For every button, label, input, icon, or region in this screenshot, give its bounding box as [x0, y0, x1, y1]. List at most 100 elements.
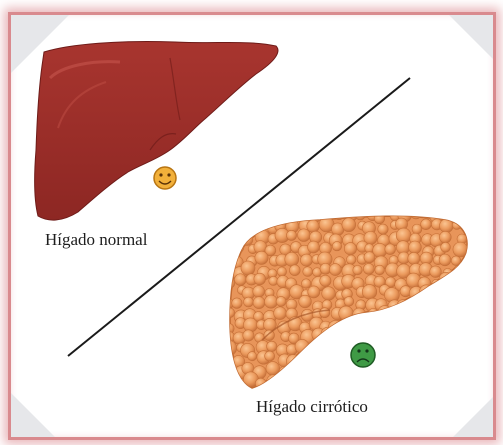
liver-nodule: [354, 374, 366, 386]
liver-nodule: [430, 364, 439, 373]
liver-nodule: [441, 242, 451, 252]
liver-nodule: [343, 332, 353, 342]
liver-nodule: [374, 213, 384, 223]
liver-nodule: [375, 332, 390, 347]
liver-nodule: [396, 364, 406, 374]
liver-nodule: [384, 330, 396, 342]
liver-nodule: [221, 254, 232, 265]
liver-nodule: [440, 311, 451, 322]
liver-nodule: [431, 351, 445, 365]
liver-nodule: [235, 274, 247, 286]
liver-nodule: [454, 374, 467, 387]
liver-nodule: [231, 232, 242, 243]
liver-nodule: [314, 357, 324, 367]
liver-nodule: [344, 243, 356, 255]
liver-nodule: [241, 261, 255, 275]
liver-nodule: [276, 296, 286, 306]
liver-nodule: [440, 333, 450, 343]
liver-nodule: [330, 353, 342, 365]
liver-nodule: [253, 297, 265, 309]
liver-nodule: [379, 344, 389, 354]
liver-nodule: [223, 230, 234, 241]
liver-nodule: [298, 229, 311, 242]
liver-nodule: [297, 378, 307, 388]
liver-nodule: [411, 209, 421, 219]
liver-nodule: [397, 329, 409, 341]
liver-nodule: [308, 241, 320, 253]
liver-nodule: [441, 321, 453, 333]
liver-nodule: [412, 308, 422, 318]
liver-nodule: [432, 288, 445, 301]
liver-nodule: [267, 341, 277, 351]
liver-nodule: [310, 344, 322, 356]
liver-nodule: [375, 265, 385, 275]
liver-nodule: [456, 296, 466, 306]
liver-nodule: [411, 332, 421, 342]
liver-nodule: [343, 322, 355, 334]
liver-nodule: [279, 375, 291, 387]
liver-nodule: [442, 352, 457, 367]
liver-nodule: [331, 366, 343, 378]
liver-nodule: [452, 361, 467, 376]
liver-nodule: [418, 317, 433, 332]
liver-nodule: [364, 252, 375, 263]
liver-nodule: [322, 363, 334, 375]
liver-nodule: [220, 286, 231, 297]
liver-nodule: [420, 353, 429, 362]
liver-nodule: [439, 272, 452, 285]
liver-nodule: [408, 323, 417, 332]
sad-face-icon: [351, 343, 375, 367]
liver-nodule: [344, 297, 354, 307]
liver-nodule: [299, 366, 310, 377]
liver-nodule: [222, 376, 235, 389]
normal-liver-label: Hígado normal: [45, 230, 147, 250]
liver-nodule: [433, 318, 444, 329]
liver-nodule: [264, 330, 275, 341]
liver-nodule: [299, 295, 312, 308]
liver-nodule: [335, 344, 345, 354]
liver-nodule: [332, 331, 346, 345]
liver-nodule: [289, 211, 299, 221]
liver-nodule: [322, 287, 336, 301]
liver-nodule: [422, 335, 432, 345]
liver-nodule: [222, 341, 237, 356]
liver-nodule: [429, 344, 439, 354]
liver-nodule: [339, 306, 354, 321]
normal-liver-image: [35, 41, 278, 220]
liver-nodule: [286, 230, 296, 240]
liver-nodule: [396, 341, 406, 351]
liver-nodule: [303, 267, 313, 277]
liver-nodule: [242, 222, 256, 236]
liver-nodule: [410, 340, 421, 351]
liver-nodule: [452, 220, 461, 229]
liver-nodule: [332, 241, 341, 250]
liver-nodule: [419, 363, 429, 373]
liver-nodule: [368, 308, 378, 318]
liver-nodule: [362, 375, 377, 390]
liver-nodule: [291, 367, 301, 377]
liver-nodule: [397, 375, 411, 389]
liver-nodule: [454, 265, 464, 275]
liver-nodule: [322, 343, 336, 357]
liver-nodule: [362, 285, 377, 300]
liver-nodule: [445, 209, 457, 221]
liver-nodule: [244, 297, 254, 307]
liver-nodule: [255, 378, 266, 389]
liver-nodule: [440, 366, 452, 378]
liver-nodule: [223, 212, 233, 222]
liver-nodule: [225, 278, 235, 288]
liver-nodule: [347, 377, 356, 386]
liver-nodule: [385, 244, 396, 255]
liver-nodule: [297, 354, 310, 367]
liver-nodule: [421, 374, 435, 388]
liver-nodule: [444, 289, 453, 298]
liver-nodule: [365, 330, 376, 341]
liver-nodule: [386, 367, 397, 378]
liver-nodule: [432, 279, 442, 289]
liver-nodule: [412, 224, 422, 234]
liver-nodule: [435, 298, 444, 307]
liver-nodule: [320, 308, 330, 318]
liver-nodule: [410, 367, 421, 378]
liver-nodule: [380, 356, 389, 365]
liver-nodule: [226, 365, 235, 374]
